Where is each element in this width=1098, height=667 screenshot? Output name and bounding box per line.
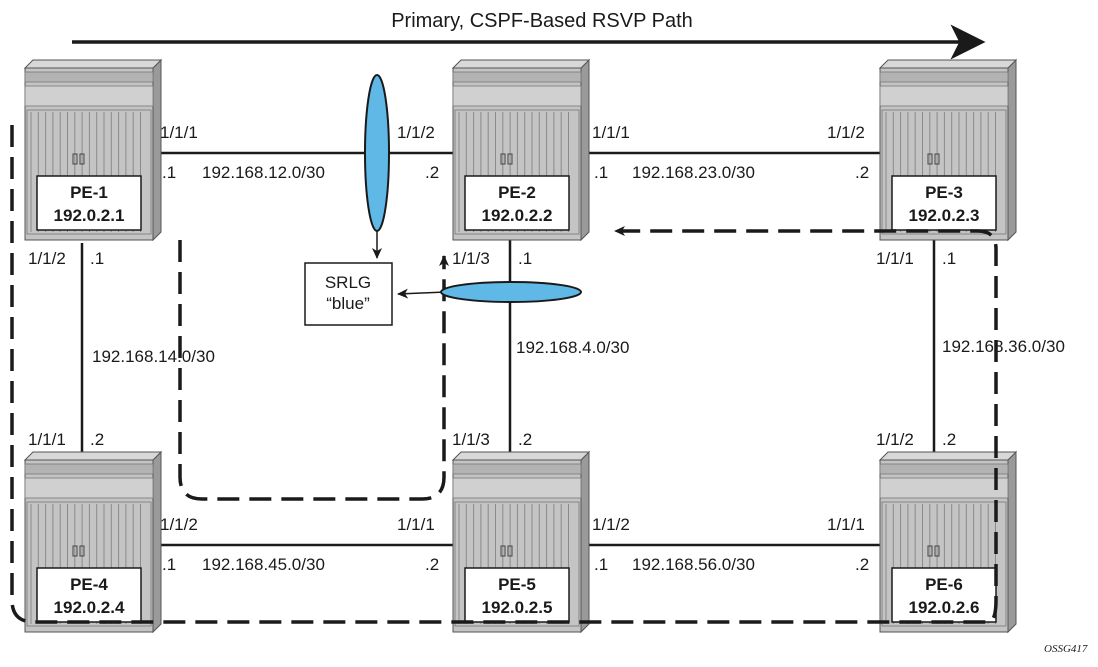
port-label: 1/1/1 — [827, 515, 865, 534]
port-label: 1/1/2 — [827, 123, 865, 142]
node-ip: 192.0.2.4 — [54, 598, 125, 617]
node-name: PE-3 — [925, 183, 963, 202]
host-label: .2 — [855, 163, 869, 182]
srlg-ellipse-link-pe1-pe2 — [364, 74, 390, 232]
router-pe3: PE-3 192.0.2.3 — [878, 58, 1018, 242]
router-pe6: PE-6 192.0.2.6 — [878, 450, 1018, 634]
detour-path-pe4-pe6-pe3-pe2 — [10, 125, 998, 624]
port-label: 1/1/2 — [876, 430, 914, 449]
host-label: .2 — [855, 555, 869, 574]
host-label: .2 — [518, 430, 532, 449]
host-label: .2 — [425, 555, 439, 574]
port-label: 1/1/2 — [397, 123, 435, 142]
figure-id: OSSG417 — [1044, 643, 1088, 655]
srlg-ellipse-link-pe2-pe5 — [440, 281, 582, 303]
host-label: .2 — [90, 430, 104, 449]
node-name: PE-4 — [70, 575, 108, 594]
host-label: .1 — [594, 163, 608, 182]
host-label: .1 — [518, 249, 532, 268]
port-label: 1/1/2 — [28, 249, 66, 268]
host-label: .1 — [162, 163, 176, 182]
port-label: 1/1/3 — [452, 249, 490, 268]
host-label: .2 — [942, 430, 956, 449]
srlg-arrow-link-pe2-pe5 — [397, 288, 447, 299]
port-label: 1/1/1 — [160, 123, 198, 142]
detour-path-pe1-pe4-pe5-pe2 — [178, 240, 449, 501]
host-label: .1 — [942, 249, 956, 268]
srlg-label: SRLG — [325, 273, 371, 292]
srlg-name: “blue” — [326, 294, 370, 313]
port-label: 1/1/1 — [592, 123, 630, 142]
subnet-label: 192.168.4.0/30 — [516, 338, 629, 357]
port-label: 1/1/1 — [397, 515, 435, 534]
srlg-box — [304, 262, 393, 326]
host-label: .2 — [425, 163, 439, 182]
subnet-label: 192.168.56.0/30 — [632, 555, 755, 574]
router-pe5: PE-5 192.0.2.5 — [451, 450, 591, 634]
router-pe4: PE-4 192.0.2.4 — [23, 450, 163, 634]
port-label: 1/1/2 — [592, 515, 630, 534]
node-ip: 192.0.2.1 — [54, 206, 125, 225]
subnet-label: 192.168.14.0/30 — [92, 347, 215, 366]
subnet-label: 192.168.45.0/30 — [202, 555, 325, 574]
diagram-title: Primary, CSPF-Based RSVP Path — [391, 10, 693, 32]
subnet-label: 192.168.12.0/30 — [202, 163, 325, 182]
port-label: 1/1/1 — [28, 430, 66, 449]
node-name: PE-2 — [498, 183, 536, 202]
node-ip: 192.0.2.6 — [909, 598, 980, 617]
subnet-label: 192.168.23.0/30 — [632, 163, 755, 182]
host-label: .1 — [162, 555, 176, 574]
router-pe1: PE-1 192.0.2.1 — [23, 58, 163, 242]
node-name: PE-6 — [925, 575, 963, 594]
host-label: .1 — [594, 555, 608, 574]
node-ip: 192.0.2.5 — [482, 598, 553, 617]
port-label: 1/1/1 — [876, 249, 914, 268]
port-label: 1/1/2 — [160, 515, 198, 534]
node-ip: 192.0.2.2 — [482, 206, 553, 225]
subnet-label: 192.168.36.0/30 — [942, 337, 1065, 356]
node-ip: 192.0.2.3 — [909, 206, 980, 225]
router-pe2: PE-2 192.0.2.2 — [451, 58, 591, 242]
node-name: PE-1 — [70, 183, 108, 202]
host-label: .1 — [90, 249, 104, 268]
node-name: PE-5 — [498, 575, 536, 594]
port-label: 1/1/3 — [452, 430, 490, 449]
